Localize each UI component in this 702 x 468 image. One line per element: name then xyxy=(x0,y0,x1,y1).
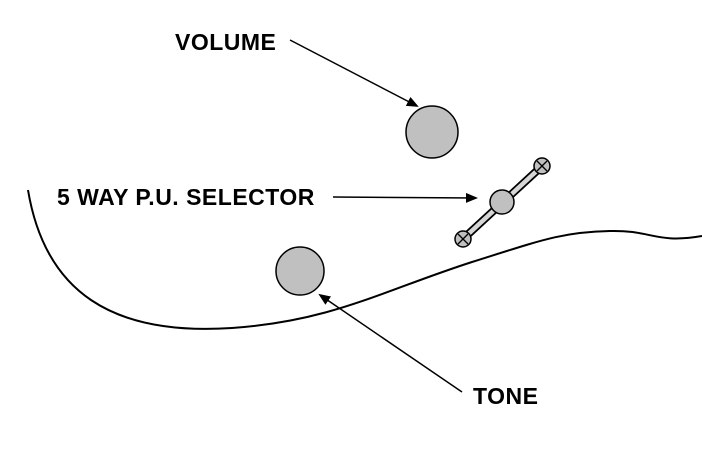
selector-arrow xyxy=(332,192,478,203)
selector-label: 5 WAY P.U. SELECTOR xyxy=(57,184,315,210)
volume-label: VOLUME xyxy=(175,29,276,55)
volume-arrow xyxy=(289,39,419,107)
selector-screw-top xyxy=(533,157,551,175)
guitar-body-outline xyxy=(27,189,702,330)
tone-arrow xyxy=(318,293,463,393)
tone-label: TONE xyxy=(473,383,538,409)
volume-knob xyxy=(405,105,459,159)
tone-knob xyxy=(275,246,325,296)
pickup-selector-switch xyxy=(454,157,551,248)
selector-screw-bottom xyxy=(454,230,472,248)
selector-pivot-knob xyxy=(489,189,515,215)
screw-cross-bottom-2 xyxy=(457,233,469,245)
screw-cross-top-2 xyxy=(536,160,548,172)
